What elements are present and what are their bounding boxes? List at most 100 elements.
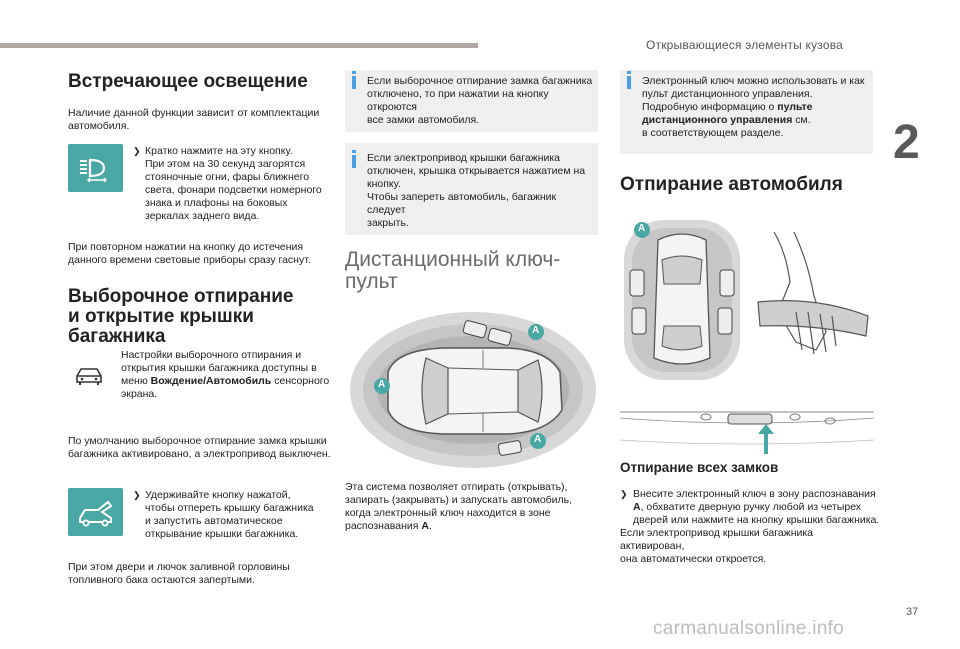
trunk-step-line: чтобы отпереть крышку багажника: [145, 502, 314, 514]
trunk-default: По умолчанию выборочное отпирание замка …: [68, 435, 353, 461]
trunk-default-line: По умолчанию выборочное отпирание замка …: [68, 435, 327, 447]
note-line: пульт дистанционного управления.: [642, 88, 813, 100]
zone-marker-a: A: [534, 434, 542, 445]
zone-marker-a: A: [532, 325, 540, 336]
text-run: распознавания: [345, 520, 422, 532]
trunk-settings: Настройки выборочного отпирания и открыт…: [121, 349, 351, 401]
trunk-default-line: багажника активировано, а электропривод …: [68, 448, 331, 460]
chapter-number: 2: [893, 116, 920, 169]
trunk-title-line: багажника: [68, 326, 166, 347]
unlock-car-illustration: A: [622, 218, 742, 383]
welcome-step-line: При этом на 30 секунд загорятся: [145, 158, 306, 170]
car-settings-icon: [74, 364, 104, 386]
text-run: Подробную информацию о: [642, 101, 778, 113]
welcome-note: При повторном нажатии на кнопку до истеч…: [68, 241, 348, 267]
bullet-icon: ❯: [620, 489, 628, 499]
page-number: 37: [906, 606, 919, 618]
trunk-button-illustration: [619, 406, 875, 454]
trunk-steps: ❯ Удерживайте кнопку нажатой, чтобы отпе…: [133, 489, 348, 541]
note-line: все замки автомобиля.: [367, 114, 480, 126]
text-run: меню: [121, 375, 151, 387]
note-line: Если электропривод крышки багажника: [367, 152, 561, 164]
welcome-step-line: знака и плафоны на боковых: [145, 197, 288, 209]
header-rule: [0, 43, 478, 48]
note-line: Если выборочное отпирание замка багажник…: [367, 75, 593, 87]
info-icon-bar: [352, 76, 356, 89]
unlock-after-line: Если электропривод крышки багажника акти…: [620, 527, 814, 552]
info-icon: [352, 150, 356, 153]
trunk-step-line: Удерживайте кнопку нажатой,: [145, 489, 291, 501]
welcome-step-line: зеркалах заднего вида.: [145, 210, 260, 222]
note-line: отключено, то при нажатии на кнопку откр…: [367, 88, 549, 113]
trunk-title-line: Выборочное отпирание: [68, 286, 294, 307]
zone-ref: A: [421, 520, 429, 532]
unlock-title-text: Отпирание автомобиля: [620, 174, 843, 195]
note-line: Электронный ключ можно использовать и ка…: [642, 75, 865, 87]
trunk-step-line: и запустить автоматическое: [145, 515, 283, 527]
welcome-step-line: стояночные огни, фары ближнего: [145, 171, 310, 183]
trunk-settings-line: открытия крышки багажника доступны в: [121, 362, 317, 374]
text-run: см.: [792, 114, 811, 126]
welcome-intro: Наличие данной функции зависит от компле…: [68, 107, 320, 132]
remote-title-line: Дистанционный ключ-: [345, 248, 561, 271]
remote-desc-line: когда электронный ключ находится в зоне: [345, 507, 551, 519]
left-column: Встречающее освещение: [68, 72, 343, 92]
trunk-after: При этом двери и лючок заливной горловин…: [68, 561, 353, 587]
note-line: кнопку.: [367, 178, 401, 190]
unlock-step-line: дверей или нажмите на кнопку крышки бага…: [633, 514, 880, 526]
menu-path: Вождение/Автомобиль: [150, 375, 272, 387]
unlock-all-title: Отпирание всех замков: [620, 460, 779, 475]
note-line: Подробную информацию о пульте: [642, 101, 870, 114]
zone-ref: A: [633, 501, 641, 513]
section-title: Открывающиеся элементы кузова: [646, 38, 844, 52]
info-note-selective: Если выборочное отпирание замка багажник…: [345, 70, 598, 132]
note-line: дистанционного управления см.: [642, 114, 870, 127]
text-run-bold: дистанционного управления: [642, 114, 793, 126]
welcome-title: Встречающее освещение: [68, 71, 308, 92]
info-icon: [627, 71, 631, 74]
info-icon: [352, 71, 356, 74]
trunk-step-line: открывание крышки багажника.: [145, 528, 299, 540]
bullet-icon: ❯: [133, 146, 141, 156]
remote-title: Дистанционный ключ- пульт: [345, 249, 605, 293]
welcome-note-line: При повторном нажатии на кнопку до истеч…: [68, 241, 304, 253]
trunk-settings-line: Настройки выборочного отпирания и: [121, 349, 302, 361]
text-run: сенсорного: [271, 375, 330, 387]
note-line: закрыть.: [367, 217, 409, 229]
key-zone-illustration: A A A: [348, 310, 598, 470]
remote-desc-line: распознавания A.: [345, 520, 600, 533]
trunk-title: Выборочное отпирание и открытие крышки б…: [68, 287, 343, 347]
welcome-step-line: Кратко нажмите на эту кнопку.: [145, 145, 293, 157]
trunk-settings-line: экрана.: [121, 388, 158, 400]
text-run: .: [428, 520, 432, 532]
welcome-step-line: света, фонари подсветки номерного: [145, 184, 322, 196]
trunk-settings-line: меню Вождение/Автомобиль сенсорного: [121, 375, 351, 388]
zone-marker-a: A: [638, 223, 646, 234]
info-icon-bar: [352, 155, 356, 168]
text-run: , обхватите дверную ручку любой из четыр…: [640, 501, 862, 513]
info-note-remote: Электронный ключ можно использовать и ка…: [620, 70, 873, 154]
note-line: отключен, крышка открывается нажатием на: [367, 165, 586, 177]
door-handle-illustration: [756, 231, 874, 372]
trunk-after-line: топливного бака остаются запертыми.: [68, 574, 255, 586]
remote-description: Эта система позволяет отпирать (открыват…: [345, 481, 600, 533]
welcome-note-line: данного времени световые приборы сразу г…: [68, 254, 311, 266]
watermark: carmanualsonline.info: [653, 618, 845, 639]
arrow-up-icon: [758, 424, 774, 454]
note-line: в соответствующем разделе.: [642, 127, 784, 139]
info-note-electric: Если электропривод крышки багажника откл…: [345, 143, 598, 235]
note-line: Чтобы запереть автомобиль, багажник след…: [367, 191, 557, 216]
trunk-after-line: При этом двери и лючок заливной горловин…: [68, 561, 290, 573]
welcome-steps: ❯ Кратко нажмите на эту кнопку. При этом…: [133, 145, 348, 223]
text-run-bold: пульте: [777, 101, 813, 113]
unlock-step-line: Внесите электронный ключ в зону распозна…: [633, 488, 876, 500]
unlock-title: Отпирание автомобиля: [620, 175, 880, 195]
info-icon-bar: [627, 76, 631, 89]
unlock-after-line: она автоматически откроется.: [620, 553, 767, 565]
zone-marker-a: A: [378, 379, 386, 390]
unlock-all-steps: ❯ Внесите электронный ключ в зону распоз…: [620, 488, 880, 566]
unlock-step-line: A, обхватите дверную ручку любой из четы…: [620, 501, 880, 514]
bullet-icon: ❯: [133, 490, 141, 500]
car-trunk-open-icon: [68, 488, 123, 536]
headlamp-icon: [68, 144, 123, 192]
